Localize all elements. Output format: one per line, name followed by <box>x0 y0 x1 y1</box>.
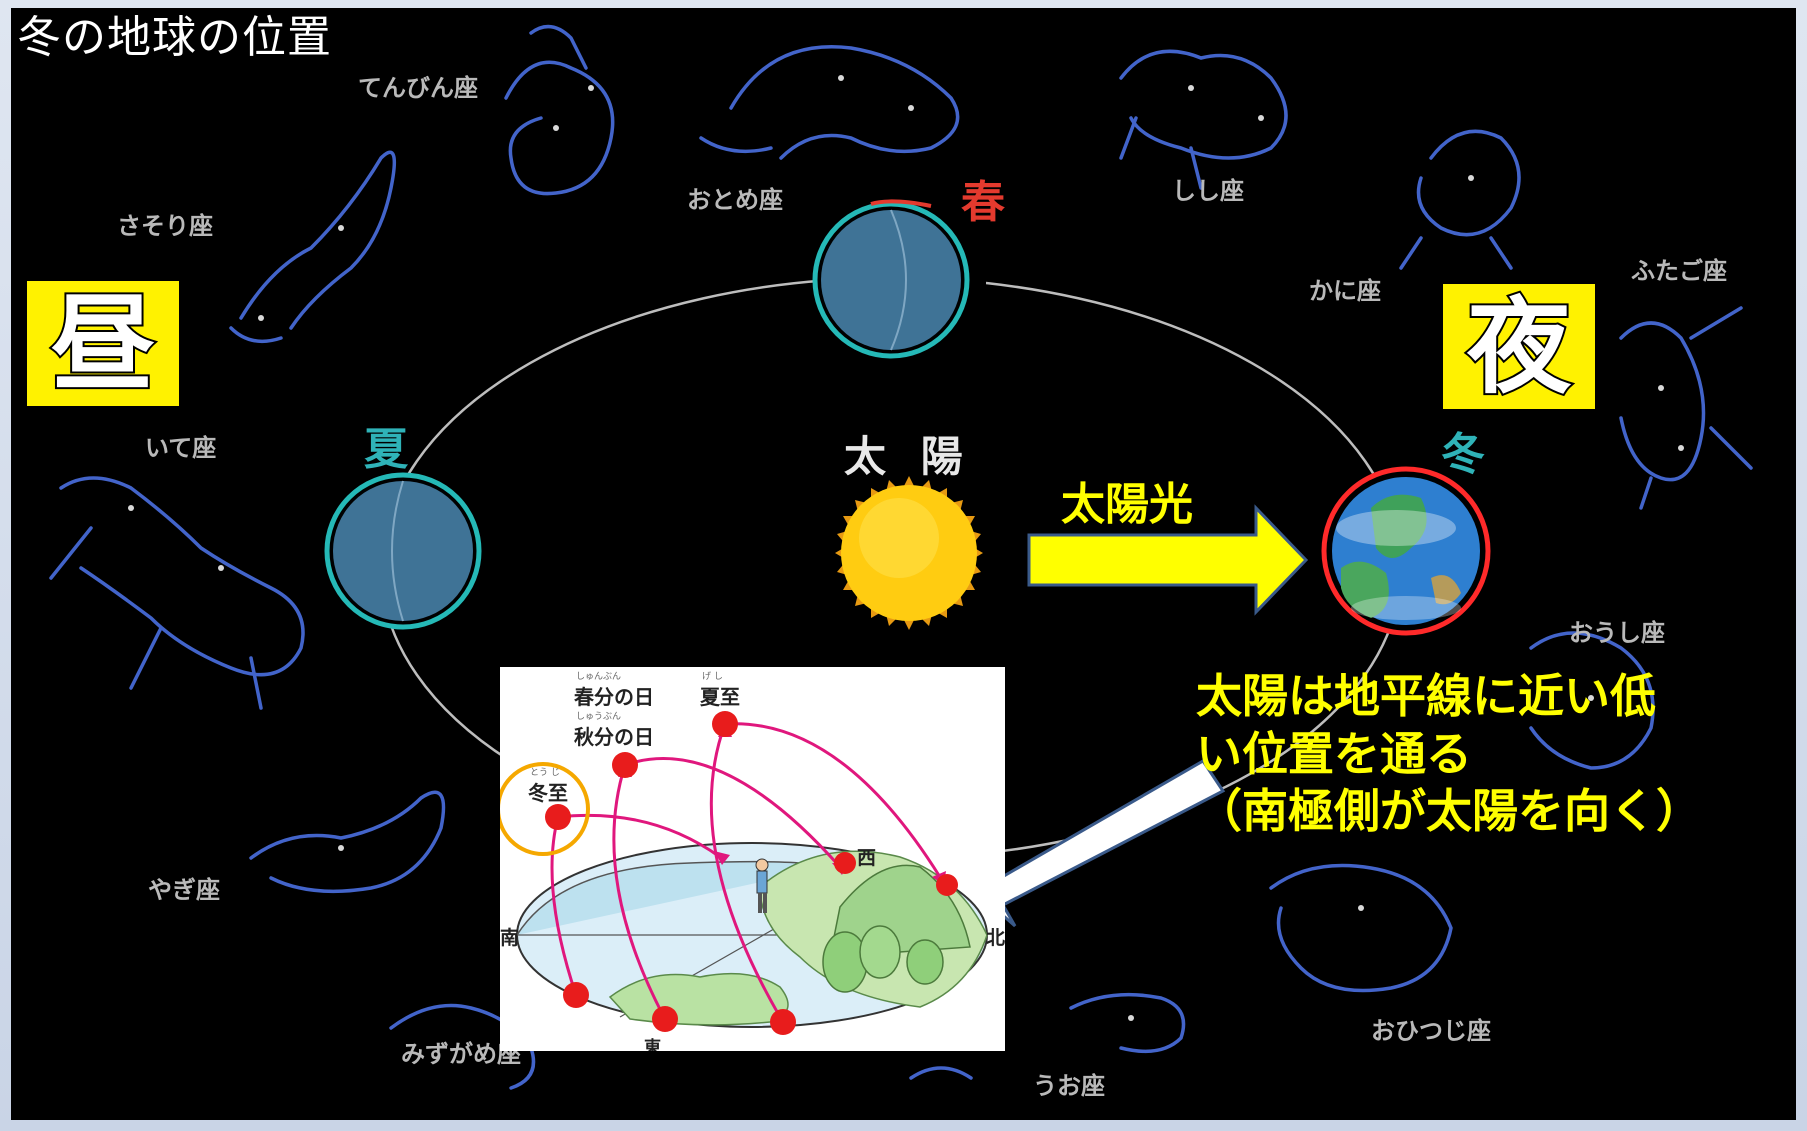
label-libra: てんびん座 <box>358 74 478 102</box>
direction-south: 南 <box>500 927 520 949</box>
day-label: 昼 <box>49 280 157 407</box>
sunlight-arrow <box>1027 504 1309 616</box>
season-winter: 冬 <box>1441 429 1485 480</box>
label-summer-solstice: 夏至 <box>700 685 740 709</box>
gemini-figure <box>1619 321 1706 482</box>
label-autumn-equinox: 秋分の日 <box>574 725 654 749</box>
label-sagittarius: いて座 <box>145 434 217 462</box>
slide: 冬の地球の位置 昼 夜 春 夏 冬 太 陽 太陽光 てんびん座 おとめ座 しし座… <box>11 8 1796 1120</box>
night-label: 夜 <box>1465 283 1573 410</box>
label-taurus: おうし座 <box>1569 619 1665 647</box>
ruby-spring: しゅんぶん <box>576 672 622 682</box>
pisces-figure <box>909 992 1186 1080</box>
night-label-box: 夜 <box>1443 283 1595 410</box>
label-capricorn: やぎ座 <box>148 876 220 904</box>
page-title: 冬の地球の位置 <box>17 12 332 63</box>
label-leo: しし座 <box>1172 177 1244 205</box>
person-figure <box>755 858 769 913</box>
ruby-summer: げ し <box>702 672 723 682</box>
constellation-background <box>49 24 1753 1090</box>
note-line-3: （南極側が太陽を向く） <box>1196 784 1702 838</box>
sun-path-inset: しゅんぶん 春分の日 しゅうぶん 秋分の日 げ し 夏至 とう じ 冬至 西 南… <box>500 667 1005 1051</box>
explanation-note: 太陽は地平線に近い低 い位置を通る （南極側が太陽を向く） <box>1196 668 1756 841</box>
leo-figure <box>1119 49 1288 160</box>
taurus-figure <box>1529 631 1655 770</box>
sunlight-label: 太陽光 <box>1061 479 1193 530</box>
sagittarius-figure <box>59 476 305 677</box>
sun-label: 太 陽 <box>844 432 973 481</box>
note-line-1: 太陽は地平線に近い低 <box>1196 669 1656 723</box>
libra-figure <box>504 60 615 196</box>
ruby-autumn: しゅうぶん <box>576 712 622 722</box>
earth-spring-position <box>812 198 986 359</box>
label-scorpio: さそり座 <box>117 212 213 240</box>
label-gemini: ふたご座 <box>1631 257 1727 285</box>
direction-east: 東 <box>644 1038 661 1051</box>
earth-summer-position <box>324 472 482 630</box>
sun-path-drawing <box>500 711 988 1035</box>
direction-north: 北 <box>986 927 1005 949</box>
capricorn-figure <box>249 790 446 894</box>
season-spring: 春 <box>961 177 1005 228</box>
earth-winter-position <box>1321 466 1491 636</box>
season-summer: 夏 <box>364 424 408 475</box>
cancer-figure <box>1416 129 1521 237</box>
ruby-winter: とう じ <box>530 768 560 778</box>
sun <box>835 476 983 630</box>
label-spring-equinox: 春分の日 <box>574 685 654 709</box>
label-winter-solstice: 冬至 <box>528 781 568 805</box>
pointer-arrow <box>979 758 1226 928</box>
virgo-figure <box>729 45 960 160</box>
label-cancer: かに座 <box>1309 277 1381 305</box>
orbit-diagram <box>324 198 1491 928</box>
label-aries: おひつじ座 <box>1371 1017 1491 1045</box>
label-pisces: うお座 <box>1033 1072 1105 1100</box>
scorpio-figure <box>239 150 397 330</box>
note-line-2: い位置を通る <box>1196 726 1472 781</box>
direction-west: 西 <box>857 847 877 869</box>
winter-solstice-highlight <box>500 762 590 856</box>
aquarius-figure <box>389 1003 536 1090</box>
day-label-box: 昼 <box>27 280 179 407</box>
label-virgo: おとめ座 <box>687 186 783 214</box>
aries-figure <box>1269 863 1453 993</box>
